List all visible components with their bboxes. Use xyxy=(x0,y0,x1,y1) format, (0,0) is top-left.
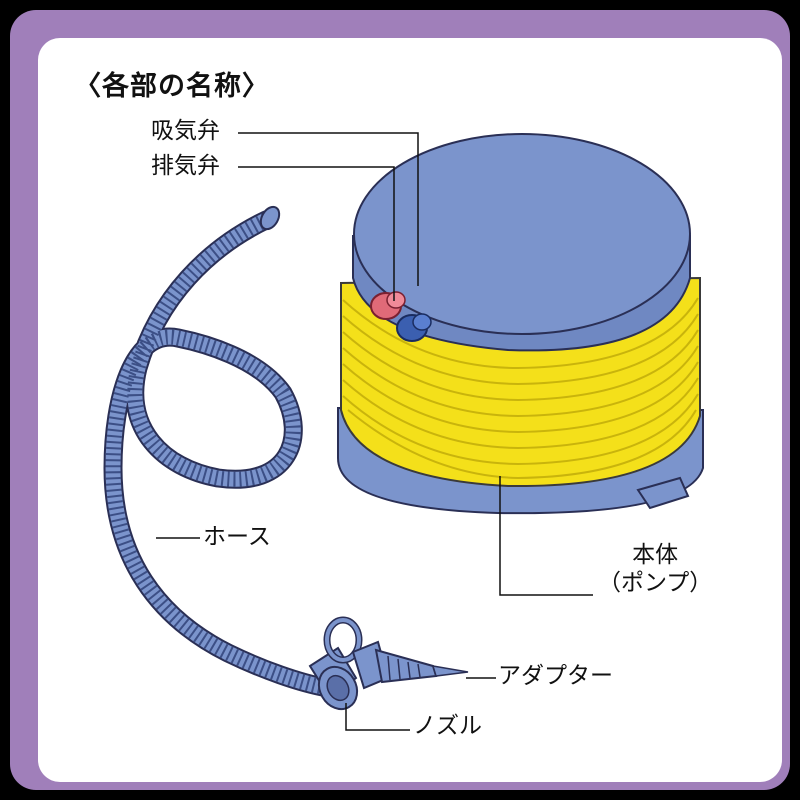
diagram-title: 〈各部の名称〉 xyxy=(74,71,270,102)
outer-frame: 〈各部の名称〉 吸気弁 排気弁 ホース 本体 （ポンプ） アダプター ノズル xyxy=(10,10,790,790)
pump-body xyxy=(337,133,704,515)
label-adapter: アダプター xyxy=(498,663,613,689)
label-body-line2: （ポンプ） xyxy=(598,569,713,596)
leader-lines xyxy=(156,132,593,731)
base-handle xyxy=(636,476,690,510)
leader-body xyxy=(499,476,593,596)
hose xyxy=(103,205,338,698)
label-body: 本体 （ポンプ） xyxy=(598,542,712,597)
bellows-ridges xyxy=(342,297,699,480)
foot-pump-illustration xyxy=(103,132,704,731)
adapter xyxy=(323,616,469,690)
label-intake-valve: 吸気弁 xyxy=(151,118,220,144)
diagram-panel: 〈各部の名称〉 吸気弁 排気弁 ホース 本体 （ポンプ） アダプター ノズル xyxy=(38,38,782,782)
leader-exhaust xyxy=(238,166,395,301)
label-hose: ホース xyxy=(203,524,271,550)
label-body-line1: 本体 xyxy=(632,542,679,568)
lid-top xyxy=(353,133,691,335)
leader-nozzle xyxy=(345,703,410,731)
leader-intake xyxy=(238,132,419,286)
label-nozzle: ノズル xyxy=(413,713,482,739)
hose-end xyxy=(259,205,281,231)
exhaust-valve xyxy=(396,313,432,342)
label-exhaust-valve: 排気弁 xyxy=(151,153,220,179)
